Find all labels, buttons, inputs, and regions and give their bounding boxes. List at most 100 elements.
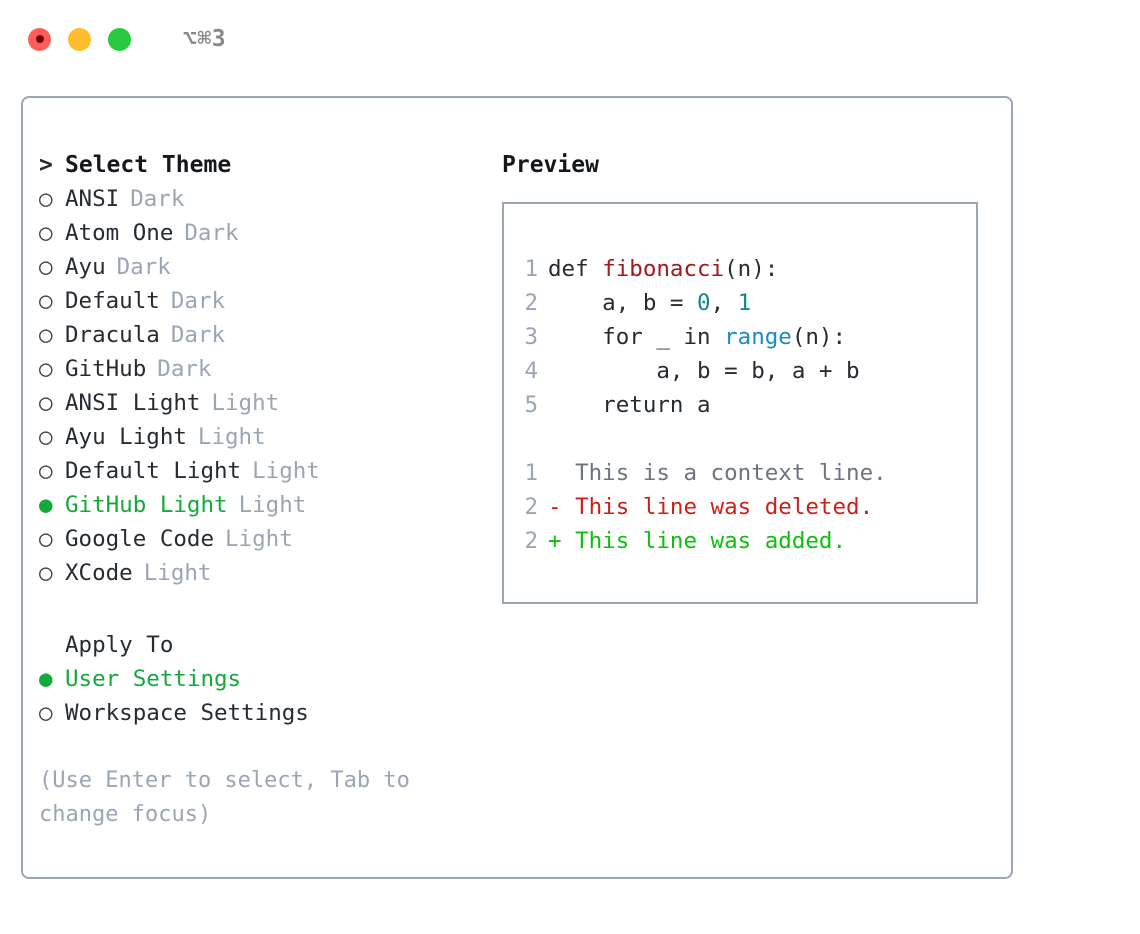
diff-text: This line was added. xyxy=(575,528,847,554)
zoom-button[interactable] xyxy=(108,27,131,51)
window-controls xyxy=(28,27,131,51)
diff-sign-context xyxy=(548,460,575,486)
theme-option-github[interactable]: ○ GitHub Dark xyxy=(39,352,489,386)
diff-sign-added: + xyxy=(548,528,576,554)
radio-selected-icon: ● xyxy=(39,492,53,518)
code-token-plain: (n): xyxy=(791,324,847,350)
code-line: 2 a, b = 0, 1 xyxy=(516,286,976,320)
theme-variant-tag: Dark xyxy=(116,254,171,280)
preview-title: Preview xyxy=(502,152,599,178)
theme-option-label: ANSI xyxy=(65,186,120,212)
line-number: 3 xyxy=(524,324,538,350)
code-token-builtin: range xyxy=(724,324,792,350)
close-button[interactable] xyxy=(28,27,51,51)
radio-unselected-icon: ○ xyxy=(39,390,53,416)
code-token-number: 0 xyxy=(697,290,711,316)
theme-option-github-light[interactable]: ● GitHub Light Light xyxy=(39,488,489,522)
code-line: 1 def fibonacci(n): xyxy=(516,252,976,286)
theme-variant-tag: Dark xyxy=(130,186,185,212)
diff-line-number: 2 xyxy=(524,494,538,520)
code-token-plain: a, b = b, a + b xyxy=(548,358,860,384)
keyboard-shortcut-label: ⌥⌘3 xyxy=(183,26,227,52)
code-line: 5 return a xyxy=(516,388,976,422)
radio-unselected-icon: ○ xyxy=(39,322,53,348)
diff-line-text: + This line was added. xyxy=(548,524,846,558)
code-token-plain: (n): xyxy=(724,256,779,282)
radio-unselected-icon: ○ xyxy=(39,700,53,726)
code-token-plain: , xyxy=(710,290,738,316)
radio-unselected-icon: ○ xyxy=(39,288,53,314)
theme-option-dracula[interactable]: ○ Dracula Dark xyxy=(39,318,489,352)
diff-line-text: - This line was deleted. xyxy=(548,490,873,524)
code-token-plain: def xyxy=(548,256,603,282)
theme-option-xcode[interactable]: ○ XCode Light xyxy=(39,556,489,590)
theme-variant-tag: Dark xyxy=(157,356,212,382)
theme-variant-tag: Light xyxy=(211,390,280,416)
diff-line-number: 1 xyxy=(524,460,538,486)
code-token-plain: for _ in xyxy=(548,324,725,350)
theme-option-ayu-light[interactable]: ○ Ayu Light Light xyxy=(39,420,489,454)
line-number: 1 xyxy=(524,256,538,282)
theme-variant-tag: Light xyxy=(252,458,320,484)
code-line: 4 a, b = b, a + b xyxy=(516,354,976,388)
radio-unselected-icon: ○ xyxy=(39,186,53,212)
theme-option-default[interactable]: ○ Default Dark xyxy=(39,284,489,318)
diff-line-number: 2 xyxy=(524,528,538,554)
theme-option-label: Default xyxy=(65,288,160,314)
minimize-button[interactable] xyxy=(68,27,91,51)
apply-to-option-label: Workspace Settings xyxy=(65,700,309,726)
theme-option-label: XCode xyxy=(65,560,133,586)
cursor-caret-icon: > xyxy=(39,152,53,178)
code-line-text: a, b = 0, 1 xyxy=(548,286,751,320)
theme-option-label: Ayu xyxy=(65,254,106,280)
diff-sign-deleted: - xyxy=(548,494,576,520)
theme-variant-tag: Light xyxy=(143,560,212,586)
code-token-number: 1 xyxy=(737,290,752,316)
line-number: 4 xyxy=(524,358,538,384)
diff-line-text: This is a context line. xyxy=(548,456,887,490)
theme-option-label: GitHub Light xyxy=(65,492,228,518)
diff-line-deleted: 2 - This line was deleted. xyxy=(516,490,976,524)
theme-variant-tag: Dark xyxy=(184,220,239,246)
radio-unselected-icon: ○ xyxy=(39,356,53,382)
theme-variant-tag: Dark xyxy=(170,322,226,348)
radio-unselected-icon: ○ xyxy=(39,560,53,586)
apply-to-option-user-settings[interactable]: ●User Settings xyxy=(39,662,489,696)
radio-unselected-icon: ○ xyxy=(39,526,53,552)
apply-to-option-workspace-settings[interactable]: ○ Workspace Settings xyxy=(39,696,489,730)
title-bar: ⌥⌘3 xyxy=(0,0,1140,78)
theme-variant-tag: Light xyxy=(238,492,307,518)
code-token-function: fibonacci xyxy=(602,256,725,282)
theme-option-label: GitHub xyxy=(65,356,147,382)
theme-option-ansi[interactable]: ○ ANSI Dark xyxy=(39,182,489,216)
code-line-text: def fibonacci(n): xyxy=(548,252,778,286)
code-token-plain: a, b = xyxy=(548,290,698,316)
theme-variant-tag: Dark xyxy=(170,288,226,314)
theme-list-title: Select Theme xyxy=(65,152,232,178)
keyboard-hint: (Use Enter to select, Tab to change focu… xyxy=(39,768,410,827)
theme-option-label: Ayu Light xyxy=(65,424,187,450)
line-number: 5 xyxy=(524,392,538,418)
code-line-text: a, b = b, a + b xyxy=(548,354,860,388)
radio-unselected-icon: ○ xyxy=(39,424,53,450)
apply-to-list: Apply To●User Settings○Workspace Setting… xyxy=(39,628,489,730)
code-line: 3 for _ in range(n): xyxy=(516,320,976,354)
theme-option-label: Dracula xyxy=(65,322,160,348)
theme-variant-tag: Light xyxy=(197,424,266,450)
diff-line-added: 2 + This line was added. xyxy=(516,524,976,558)
theme-option-ansi-light[interactable]: ○ ANSI Light Light xyxy=(39,386,489,420)
radio-unselected-icon: ○ xyxy=(39,458,53,484)
radio-selected-icon: ● xyxy=(39,666,53,692)
theme-option-label: ANSI Light xyxy=(65,390,201,416)
